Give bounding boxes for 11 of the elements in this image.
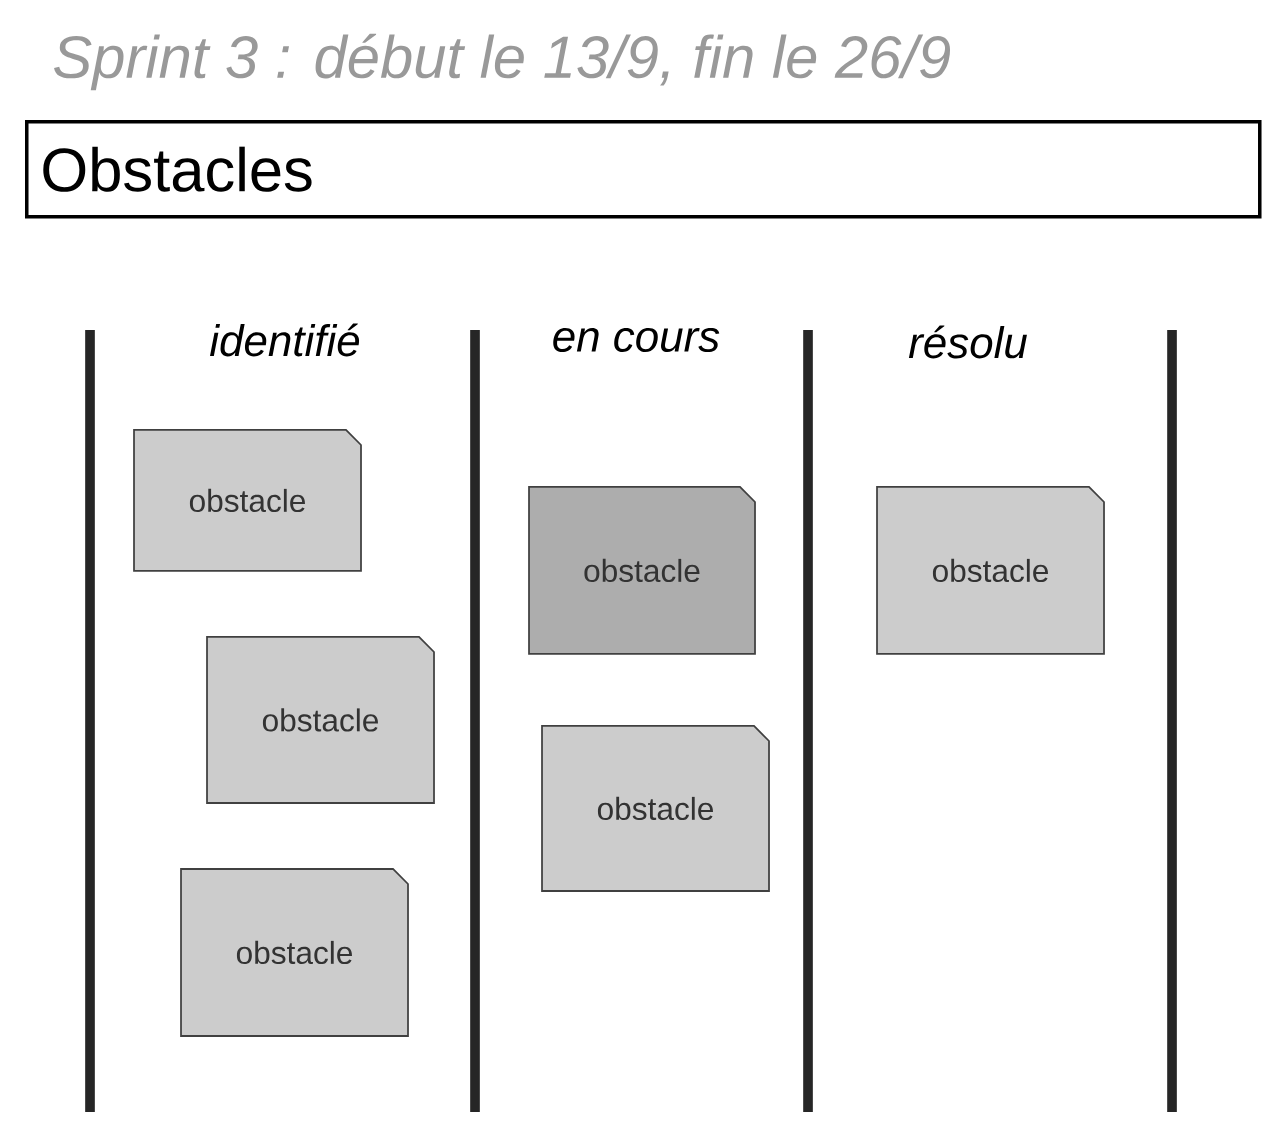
header-box: Obstacles	[25, 120, 1262, 219]
sticky-note: obstacle	[180, 868, 409, 1037]
sticky-note: obstacle	[206, 636, 435, 804]
column-heading: en cours	[553, 327, 720, 353]
title: Sprint 3 : début le 13/9, fin le 26/9	[54, 33, 951, 91]
sticky-note: obstacle	[876, 486, 1105, 655]
column-heading: résolu	[908, 325, 1027, 359]
sticky-note: obstacle	[133, 429, 362, 572]
sticky-note: obstacle	[541, 725, 770, 892]
sticky-note: obstacle	[528, 486, 756, 655]
column-heading: identifié	[210, 323, 360, 357]
